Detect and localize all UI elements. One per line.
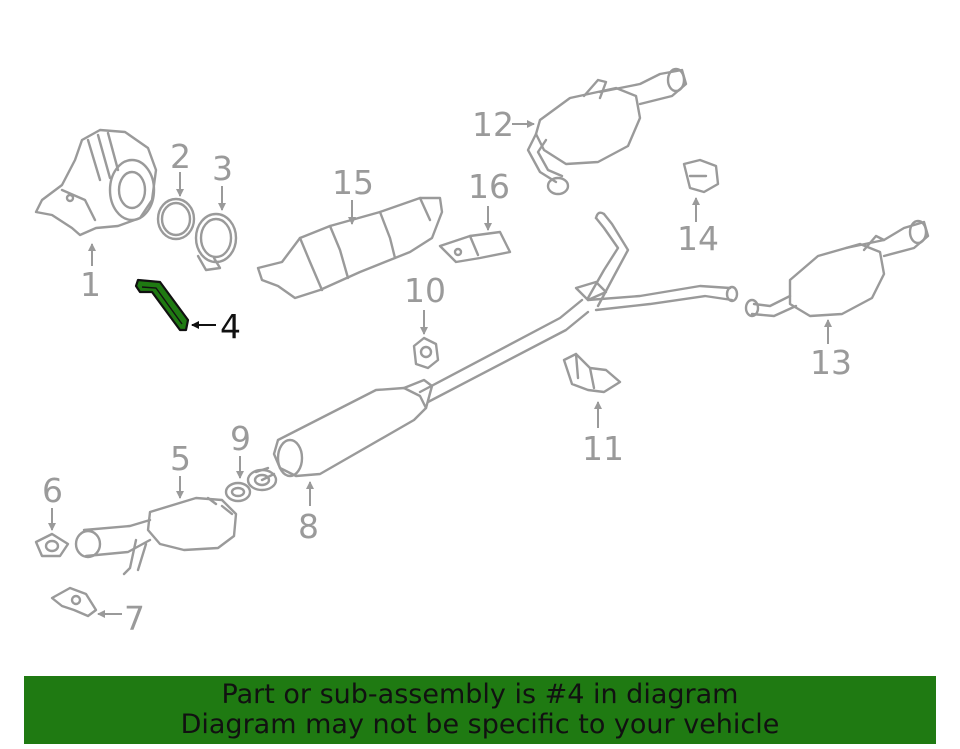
- callout-11: 11: [582, 401, 624, 468]
- banner-line-1: Part or sub-assembly is #4 in diagram: [221, 679, 739, 710]
- part-6-gasket[interactable]: [34, 532, 70, 558]
- callout-15: 15: [332, 163, 374, 225]
- svg-text:6: 6: [42, 471, 63, 510]
- svg-text:13: 13: [810, 343, 852, 382]
- svg-text:11: 11: [582, 429, 624, 468]
- part-notice-banner: Part or sub-assembly is #4 in diagram Di…: [24, 676, 936, 744]
- part-5-front-pipe-converter[interactable]: [74, 496, 238, 576]
- svg-text:5: 5: [170, 439, 191, 478]
- svg-text:3: 3: [212, 149, 233, 188]
- part-15-heat-shield[interactable]: [256, 196, 444, 300]
- part-1-turbo-housing[interactable]: [34, 128, 158, 237]
- svg-text:7: 7: [124, 599, 145, 638]
- svg-text:9: 9: [230, 419, 251, 458]
- part-14-bracket[interactable]: [682, 158, 720, 194]
- svg-text:10: 10: [404, 271, 446, 310]
- callout-6: 6: [42, 471, 63, 531]
- banner-line-2: Diagram may not be specific to your vehi…: [180, 709, 780, 740]
- callout-4: 4: [191, 307, 241, 346]
- part-4-bracket-highlighted[interactable]: [134, 278, 190, 332]
- svg-text:12: 12: [472, 105, 514, 144]
- callout-9: 9: [230, 419, 251, 479]
- part-2-gasket[interactable]: [156, 197, 196, 241]
- callout-7: 7: [97, 599, 145, 638]
- callout-10: 10: [404, 271, 446, 335]
- svg-text:15: 15: [332, 163, 374, 202]
- callout-1: 1: [80, 243, 101, 304]
- callout-3: 3: [212, 149, 233, 211]
- callout-8: 8: [298, 481, 319, 546]
- svg-text:14: 14: [677, 219, 719, 258]
- svg-text:16: 16: [468, 167, 510, 206]
- part-9-gasket[interactable]: [224, 481, 252, 503]
- callout-12: 12: [472, 105, 535, 144]
- svg-text:4: 4: [220, 307, 241, 346]
- part-10-hanger[interactable]: [412, 336, 440, 370]
- part-12-rear-muffler[interactable]: [526, 67, 688, 196]
- exhaust-system-diagram: 1 2 3 4 5 6 7 8 9 10 11 12: [34, 67, 930, 638]
- svg-text:2: 2: [170, 137, 191, 176]
- callout-5: 5: [170, 439, 191, 499]
- part-8-center-pipe-resonator[interactable]: [246, 211, 739, 492]
- part-3-clamp[interactable]: [194, 212, 238, 272]
- svg-text:8: 8: [298, 507, 319, 546]
- callout-13: 13: [810, 319, 852, 382]
- part-7-bracket[interactable]: [50, 586, 98, 618]
- svg-text:1: 1: [80, 265, 101, 304]
- callout-2: 2: [170, 137, 191, 197]
- callout-16: 16: [468, 167, 510, 231]
- part-16-bracket[interactable]: [438, 230, 512, 264]
- part-13-rear-muffler[interactable]: [744, 219, 930, 318]
- callout-14: 14: [677, 197, 719, 258]
- part-11-bracket[interactable]: [562, 352, 622, 394]
